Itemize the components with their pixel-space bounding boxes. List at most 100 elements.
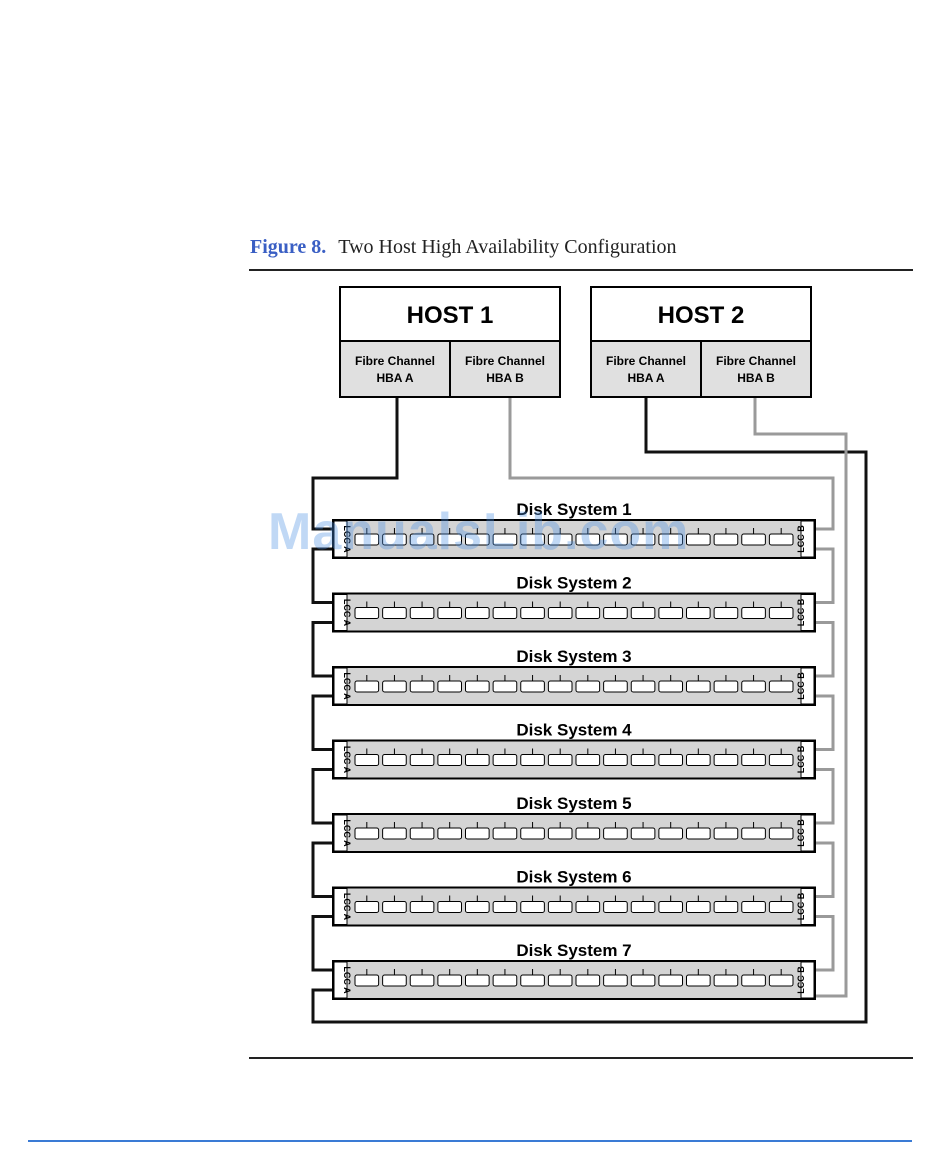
cable-chain-a [311,547,333,604]
disk-drive [686,607,711,619]
figure-number: Figure 8. [250,236,327,258]
cable-chain-a [311,694,333,751]
hba-box [449,340,561,398]
hba-box [590,340,702,398]
disk-system-label: Disk System 4 [516,721,632,740]
disk-drive [492,974,518,987]
disk-drive [409,901,435,913]
disk-drive [520,754,545,766]
figure-rule-bottom [249,1057,913,1059]
disk-drive [713,607,739,619]
disk-drive [382,827,407,840]
lcc-a-label: LCC A [342,525,352,553]
disk-drive [686,827,711,840]
cable-chain-b [815,694,835,751]
disk-system-label: Disk System 1 [516,500,631,519]
disk-drive [354,680,380,693]
disk-drive [382,901,407,913]
lcc-b-label: LCC B [796,672,806,700]
disk-drive [465,974,490,987]
lcc-a-label: LCC A [342,819,352,847]
disk-drive [768,533,794,546]
disk-drive [713,901,739,913]
disk-drive [686,680,711,693]
disk-systems-group: Disk System 1 LCC A LCC B Disk System 2 LCC … [332,500,816,1000]
disk-drive [741,533,766,546]
disk-drive [465,754,490,766]
disk-drive [713,533,739,546]
hba-label-line2: HBA A [376,371,413,385]
disk-drive [492,680,518,693]
disk-drive [465,680,490,693]
disk-drive [354,901,380,913]
hba-label-line1: Fibre Channel [355,354,435,368]
disk-drive [492,827,518,840]
lcc-a-module [333,520,348,558]
disk-drive [603,754,628,766]
disk-system-label: Disk System 3 [516,647,631,666]
disk-drive [686,901,711,913]
disk-drive [437,754,462,766]
lcc-b-module [800,520,815,558]
lcc-a-label: LCC A [342,672,352,700]
cable-chain-b [815,768,835,825]
disk-drive [658,901,683,913]
lcc-b-module [800,741,815,778]
disk-drive [603,680,628,693]
disk-drive [354,827,380,840]
disk-drive [630,607,656,619]
disk-drive [437,607,462,619]
cable-host1-hba-a [311,397,399,531]
figure-caption: Figure 8.Two Host High Availability Conf… [250,236,677,259]
disk-drive [575,680,601,693]
disk-system-label: Disk System 6 [516,868,631,887]
fibre-cabling [311,397,868,1024]
hba-label-line2: HBA B [737,371,775,385]
disk-drive [465,607,490,619]
disk-drive [686,974,711,987]
lcc-a-label: LCC A [342,599,352,627]
disk-system-3: Disk System 3 LCC A LCC B [332,647,816,706]
cable-host2-hba-a [311,397,868,1024]
disk-drive [437,827,462,840]
disk-system-label: Disk System 2 [516,574,631,593]
host-box [339,286,561,342]
disk-drive [630,901,656,913]
disk-drive [630,827,656,840]
cable-chain-a [311,915,333,972]
disk-drive [630,680,656,693]
disk-drive [409,607,435,619]
cable-chain-a [311,841,333,898]
disk-drive [713,827,739,840]
disk-drive [658,607,683,619]
lcc-b-label: LCC B [796,525,806,553]
disk-drive [520,901,545,913]
lcc-b-label: LCC B [796,819,806,847]
lcc-b-module [800,594,815,631]
cable-chain-b [815,547,835,604]
disk-drive [741,974,766,987]
lcc-a-label: LCC A [342,966,352,994]
disk-drive [768,607,794,619]
disk-drive [630,754,656,766]
lcc-b-module [800,961,815,999]
disk-drive [741,607,766,619]
lcc-b-module [800,667,815,705]
disk-drive [547,680,573,693]
disk-drive [382,680,407,693]
lcc-b-label: LCC B [796,745,806,773]
disk-drive [658,974,683,987]
lcc-a-module [333,594,348,631]
disk-drive [354,974,380,987]
disk-drive [603,607,628,619]
disk-drive [575,754,601,766]
disk-drive [713,974,739,987]
hba-label-line1: Fibre Channel [465,354,545,368]
lcc-a-module [333,667,348,705]
disk-drive [658,680,683,693]
cable-chain-b [815,841,835,898]
disk-drive [547,607,573,619]
lcc-b-label: LCC B [796,892,806,920]
